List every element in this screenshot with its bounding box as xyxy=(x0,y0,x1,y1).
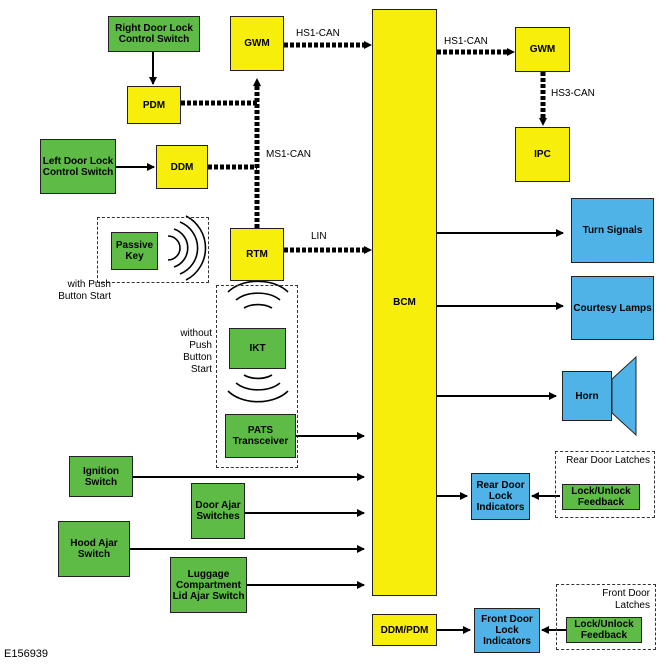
pdm-module: PDM xyxy=(127,86,181,124)
figure-id: E156939 xyxy=(4,648,49,660)
ikt-group xyxy=(216,285,298,468)
horn: Horn xyxy=(562,371,612,421)
gwm-left-module: GWM xyxy=(230,16,284,71)
passive-key-waves xyxy=(167,215,207,281)
ms1-can-label: MS1-CAN xyxy=(266,149,312,160)
door-ajar-switches: Door Ajar Switches xyxy=(191,483,245,539)
right-door-lock-control-switch: Right Door Lock Control Switch xyxy=(108,16,200,52)
passive-key: Passive Key xyxy=(111,232,158,270)
luggage-compartment-lid-ajar-switch: Luggage Compartment Lid Ajar Switch xyxy=(170,557,247,613)
front-door-latches-group xyxy=(556,584,656,650)
rear-door-lock-indicators: Rear Door Lock Indicators xyxy=(471,473,530,520)
front-lock-unlock-feedback: Lock/Unlock Feedback xyxy=(566,617,642,643)
left-door-lock-control-switch: Left Door Lock Control Switch xyxy=(40,139,116,194)
rear-door-latches-label: Rear Door Latches xyxy=(566,455,650,466)
hs1-can-right-label: HS1-CAN xyxy=(444,36,488,47)
courtesy-lamps: Courtesy Lamps xyxy=(571,276,654,340)
ddm-pdm-module: DDM/PDM xyxy=(372,614,437,646)
turn-signals: Turn Signals xyxy=(571,198,654,263)
hood-ajar-switch: Hood Ajar Switch xyxy=(58,521,130,577)
ikt-waves xyxy=(227,280,289,403)
ikt-module: IKT xyxy=(229,328,286,369)
lin-label: LIN xyxy=(311,231,327,242)
without-push-button-start-label: without Push Button Start xyxy=(180,328,212,375)
passive-key-group xyxy=(97,217,209,283)
ddm-module: DDM xyxy=(156,145,208,189)
ipc-module: IPC xyxy=(515,127,570,182)
rtm-module: RTM xyxy=(230,228,284,281)
horn-flare xyxy=(611,355,637,437)
front-door-lock-indicators: Front Door Lock Indicators xyxy=(474,608,540,653)
with-push-button-start-label: with Push Button Start xyxy=(58,279,111,302)
gwm-right-module: GWM xyxy=(515,27,570,72)
front-door-latches-label: Front Door Latches xyxy=(602,588,650,611)
rear-door-latches-group xyxy=(555,451,655,518)
pats-transceiver: PATS Transceiver xyxy=(225,414,296,458)
bcm-module: BCM xyxy=(372,9,437,596)
ignition-switch: Ignition Switch xyxy=(69,456,133,497)
rear-lock-unlock-feedback: Lock/Unlock Feedback xyxy=(562,484,640,510)
hs3-can-label: HS3-CAN xyxy=(551,88,595,99)
hs1-can-left-label: HS1-CAN xyxy=(296,28,340,39)
